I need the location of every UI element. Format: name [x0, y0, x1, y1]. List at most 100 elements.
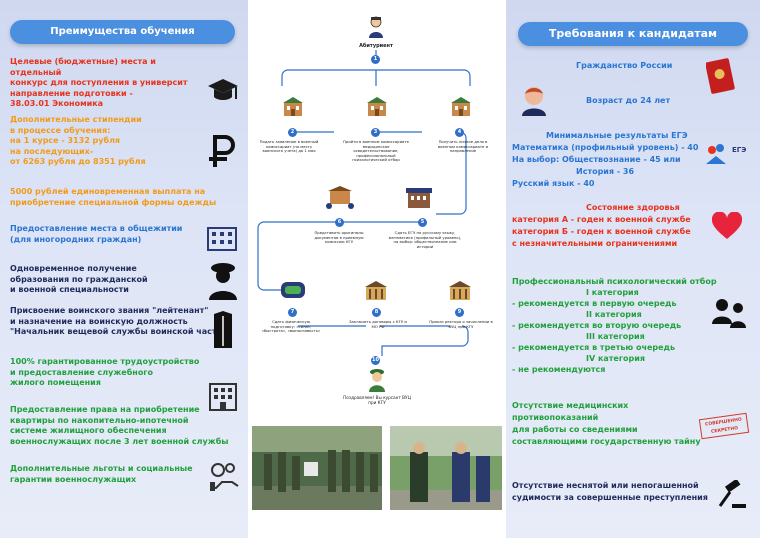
text-line: Предоставление места в общежитии [10, 224, 183, 233]
text-line: конкурс для поступления в университ [10, 78, 188, 87]
criminal-record-line-2: судимости за совершенные преступления [512, 493, 708, 502]
psych-cat-1-rec: - рекомендуется в первую очередь [512, 299, 677, 308]
text-line: 38.03.01 Экономика [10, 99, 104, 108]
step-5-text: Сдать ЕГЭ по русскому языку, математике … [388, 230, 462, 249]
building-icon [206, 222, 238, 256]
documents-icon [326, 186, 354, 214]
text-line: от 6263 рубля до 8351 рубля [10, 157, 146, 166]
health-category-b: категория Б - годен к военной службе [512, 227, 691, 236]
cadet-icon [368, 368, 386, 396]
uniform-payment-block: 5000 рублей единовременная выплата на пр… [10, 187, 220, 208]
commissariat-building-icon [450, 96, 472, 122]
step-marker-2: 2 [288, 128, 297, 137]
university-building-icon [448, 280, 472, 306]
graduation-cap-icon [206, 73, 240, 111]
health-category-a: категория А - годен к военной службе [512, 215, 691, 224]
rank-block: Присвоение воинского звания "лейтенант" … [10, 306, 230, 338]
step-marker-9: 9 [455, 308, 464, 317]
admission-flow-panel: Абитуриент 1 2 3 4 Подать заявление в во… [248, 0, 506, 538]
text-line: квартиры по накопительно-ипотечной [10, 415, 189, 425]
text-line: Присвоение воинского звания "лейтенант" [10, 306, 209, 315]
advantages-title: Преимущества обучения [10, 20, 235, 44]
text-line: гарантии военнослужащих [10, 474, 137, 484]
step-7-text: Сдать физическую подготовку: «сила», «бы… [261, 319, 321, 334]
step-marker-5: 5 [418, 218, 427, 227]
step-marker-8: 8 [372, 308, 381, 317]
target-places-block: Целевые (бюджетные) места и отдельный ко… [10, 57, 205, 110]
step-marker-3: 3 [371, 128, 380, 137]
top-secret-stamp-text: СОВЕРШЕННО СЕКРЕТНО [704, 417, 743, 435]
advantages-panel: Преимущества обучения Целевые (бюджетные… [0, 0, 248, 538]
person-icon [520, 84, 548, 120]
step-marker-4: 4 [455, 128, 464, 137]
psych-title: Профессиональный психологический отбор [512, 277, 717, 286]
ege-history: История - 36 [576, 167, 635, 176]
psych-cat-3: III категория [586, 332, 645, 341]
flow-connector-lines [257, 50, 471, 356]
text-line: и предоставление служебного [10, 367, 153, 377]
cadets-parade-photo [252, 426, 382, 510]
psych-cat-4: IV категория [586, 354, 645, 363]
shoulder-strap-icon [212, 310, 234, 354]
benefits-block: Дополнительные льготы и социальные гаран… [10, 464, 205, 485]
citizenship-text: Гражданство России [576, 61, 673, 70]
applicant-icon [368, 16, 384, 42]
dormitory-block: Предоставление места в общежитии (для ин… [10, 224, 205, 245]
text-line: и назначение на воинскую должность [10, 316, 188, 326]
contract-building-icon [364, 280, 388, 306]
heart-icon [711, 211, 743, 244]
psych-cat-3-rec: - рекомендуется в третью очередь [512, 343, 676, 352]
text-line: 100% гарантированное трудоустройство [10, 357, 200, 366]
health-restrictions: с незначительными ограничениями [512, 239, 678, 248]
ege-logo-icon [704, 140, 744, 172]
step-10-text: Поздравляем! Вы курсант ВУЦ при КГУ [343, 395, 411, 405]
apartment-building-icon [208, 382, 238, 416]
ege-logo-text: ЕГЭ [732, 146, 747, 154]
criminal-record-line-1: Отсутствие неснятой или непогашенной [512, 481, 699, 490]
step-4-text: Получить личное дело в военном комиссари… [437, 139, 489, 154]
text-line: Целевые (бюджетные) места и отдельный [10, 57, 156, 77]
step-marker-10: 10 [371, 356, 380, 365]
text-line: Дополнительные льготы и социальные [10, 464, 193, 473]
psych-cat-1: I категория [586, 288, 639, 297]
text-line: Одновременное получение [10, 264, 137, 273]
text-line: "Начальник вещевой службы воинской части… [10, 327, 227, 336]
psych-cat-2: II категория [586, 310, 642, 319]
hand-coins-icon [208, 462, 240, 496]
text-line: Дополнительные стипендии [10, 115, 142, 124]
step-8-text: Заключить договоры с КГУ и МО РФ [349, 319, 407, 329]
gavel-icon [716, 478, 748, 514]
step-marker-7: 7 [288, 308, 297, 317]
employment-block: 100% гарантированное трудоустройство и п… [10, 357, 205, 389]
stadium-icon [280, 280, 306, 304]
text-line: жилого помещения [10, 378, 101, 387]
text-line: на 1 курсе - 3132 рубля [10, 136, 121, 145]
text-line: на последующих- [10, 146, 94, 156]
text-line: военнослужащих после 3 лет военной служб… [10, 436, 229, 446]
psych-cat-4-rec: - не рекомендуются [512, 365, 606, 374]
health-title: Состояние здоровья [586, 203, 680, 212]
text-line: приобретение специальной формы одежды [10, 197, 217, 207]
medical-line-2: противопоказаний [512, 413, 599, 422]
text-line: направление подготовки - [10, 88, 133, 98]
ege-math: Математика (профильный уровень) - 40 [512, 143, 699, 152]
officer-award-photo [390, 426, 502, 510]
step-6-text: Представить оригиналы документов в прием… [314, 230, 364, 245]
top-secret-stamp: СОВЕРШЕННО СЕКРЕТНО [698, 412, 750, 440]
dual-education-block: Одновременное получение образования по г… [10, 264, 205, 296]
step-3-text: Пройти в военном комиссариате медицинско… [343, 139, 409, 163]
officer-icon [206, 260, 240, 304]
text-line: 5000 рублей единовременная выплата на [10, 187, 206, 196]
step-marker-1: 1 [371, 55, 380, 64]
stipend-block: Дополнительные стипендии в процессе обуч… [10, 115, 205, 168]
text-line: образования по гражданской [10, 274, 148, 284]
medical-line-4: составляющими государственную тайну [512, 437, 701, 446]
ruble-icon [206, 133, 238, 173]
medical-building-icon [366, 96, 388, 122]
psychologist-icon [712, 296, 746, 334]
military-office-icon [282, 96, 304, 122]
age-text: Возраст до 24 лет [586, 96, 671, 105]
text-line: системе жилищного обеспечения [10, 426, 167, 435]
medical-line-1: Отсутствие медицинских [512, 401, 629, 410]
text-line: и военной специальности [10, 285, 129, 294]
